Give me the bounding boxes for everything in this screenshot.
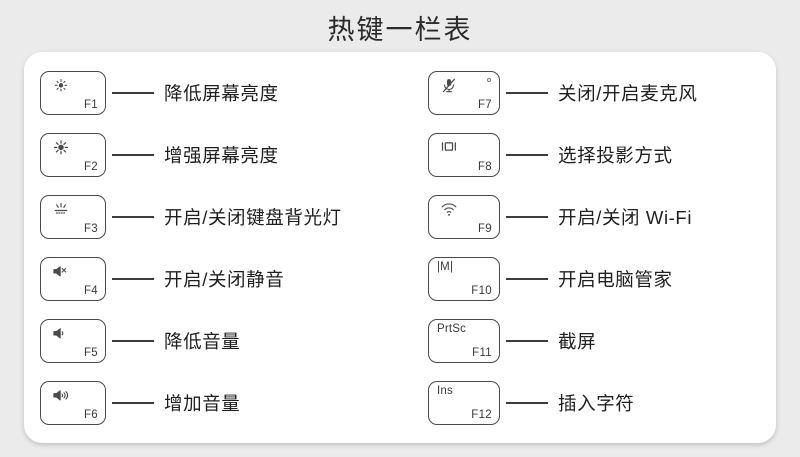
brightness-low-icon	[49, 77, 73, 97]
hotkey-desc-f2: 增强屏幕亮度	[164, 145, 279, 166]
hotkey-row-f3[interactable]: F3 开启/关闭键盘背光灯	[40, 186, 408, 248]
insert-icon: Ins	[437, 385, 453, 397]
hotkey-desc-f5: 降低音量	[164, 331, 241, 352]
hotkey-row-f4[interactable]: F4 开启/关闭静音	[40, 248, 408, 310]
hotkey-desc-f12: 插入字符	[558, 393, 635, 414]
hotkey-card: F1 降低屏幕亮度	[24, 52, 776, 443]
key-f9[interactable]: F9	[428, 195, 500, 239]
key-label-f6: F6	[83, 408, 98, 421]
key-label-f5: F5	[83, 346, 98, 359]
hotkey-desc-f8: 选择投影方式	[558, 145, 673, 166]
hotkey-row-f1[interactable]: F1 降低屏幕亮度	[40, 62, 408, 124]
connector-line	[112, 92, 154, 94]
key-label-f2: F2	[83, 160, 98, 173]
connector-line	[112, 402, 154, 404]
key-label-f3: F3	[83, 222, 98, 235]
key-f1[interactable]: F1	[40, 71, 106, 115]
connector-line	[506, 154, 548, 156]
connector-line	[112, 216, 154, 218]
connector-line	[506, 340, 548, 342]
key-label-f11: F11	[472, 346, 492, 359]
keyboard-backlight-icon	[49, 201, 73, 221]
key-label-f1: F1	[83, 98, 98, 111]
hotkey-desc-f1: 降低屏幕亮度	[164, 83, 279, 104]
right-column: F7 关闭/开启麦克风 F8	[428, 62, 776, 434]
print-screen-icon: PrtSc	[437, 323, 467, 335]
wifi-icon	[437, 201, 461, 221]
microphone-led-indicator-icon	[487, 78, 491, 82]
hotkey-row-f10[interactable]: |M| F10 开启电脑管家	[428, 248, 776, 310]
key-f7[interactable]: F7	[428, 71, 500, 115]
left-column: F1 降低屏幕亮度	[40, 62, 408, 434]
key-label-f9: F9	[477, 222, 492, 235]
hotkey-row-f9[interactable]: F9 开启/关闭 Wi-Fi	[428, 186, 776, 248]
hotkey-desc-f11: 截屏	[558, 331, 597, 352]
key-label-f4: F4	[83, 284, 98, 297]
hotkey-row-f11[interactable]: PrtSc F11 截屏	[428, 310, 776, 372]
volume-down-icon	[49, 325, 73, 345]
hotkey-desc-f10: 开启电脑管家	[558, 269, 673, 290]
hotkey-row-f6[interactable]: F6 增加音量	[40, 372, 408, 434]
hotkey-row-f7[interactable]: F7 关闭/开启麦克风	[428, 62, 776, 124]
key-f2[interactable]: F2	[40, 133, 106, 177]
connector-line	[112, 278, 154, 280]
key-label-f10: F10	[471, 284, 492, 297]
key-label-f8: F8	[477, 160, 492, 173]
key-f4[interactable]: F4	[40, 257, 106, 301]
hotkey-desc-f4: 开启/关闭静音	[164, 269, 285, 290]
key-f3[interactable]: F3	[40, 195, 106, 239]
hotkey-row-f5[interactable]: F5 降低音量	[40, 310, 408, 372]
hotkey-desc-f3: 开启/关闭键盘背光灯	[164, 207, 342, 228]
key-f8[interactable]: F8	[428, 133, 500, 177]
hotkey-desc-f6: 增加音量	[164, 393, 241, 414]
connector-line	[112, 154, 154, 156]
key-f12[interactable]: Ins F12	[428, 381, 500, 425]
key-label-f7: F7	[477, 98, 492, 111]
page-title: 热键一栏表	[327, 15, 473, 45]
hotkey-desc-f9: 开启/关闭 Wi-Fi	[558, 207, 693, 228]
key-f10[interactable]: |M| F10	[428, 257, 500, 301]
hotkey-row-f2[interactable]: F2 增强屏幕亮度	[40, 124, 408, 186]
hotkey-desc-f7: 关闭/开启麦克风	[558, 83, 698, 104]
projection-icon	[437, 139, 461, 159]
key-f11[interactable]: PrtSc F11	[428, 319, 500, 363]
volume-up-icon	[49, 387, 73, 407]
pc-manager-icon: |M|	[437, 261, 454, 273]
connector-line	[506, 402, 548, 404]
connector-line	[506, 92, 548, 94]
microphone-mute-icon	[437, 77, 461, 97]
connector-line	[506, 278, 548, 280]
key-f6[interactable]: F6	[40, 381, 106, 425]
key-label-f12: F12	[471, 408, 492, 421]
key-f5[interactable]: F5	[40, 319, 106, 363]
connector-line	[506, 216, 548, 218]
brightness-high-icon	[49, 139, 73, 159]
hotkey-row-f8[interactable]: F8 选择投影方式	[428, 124, 776, 186]
hotkey-row-f12[interactable]: Ins F12 插入字符	[428, 372, 776, 434]
speaker-mute-icon	[49, 263, 73, 283]
connector-line	[112, 340, 154, 342]
